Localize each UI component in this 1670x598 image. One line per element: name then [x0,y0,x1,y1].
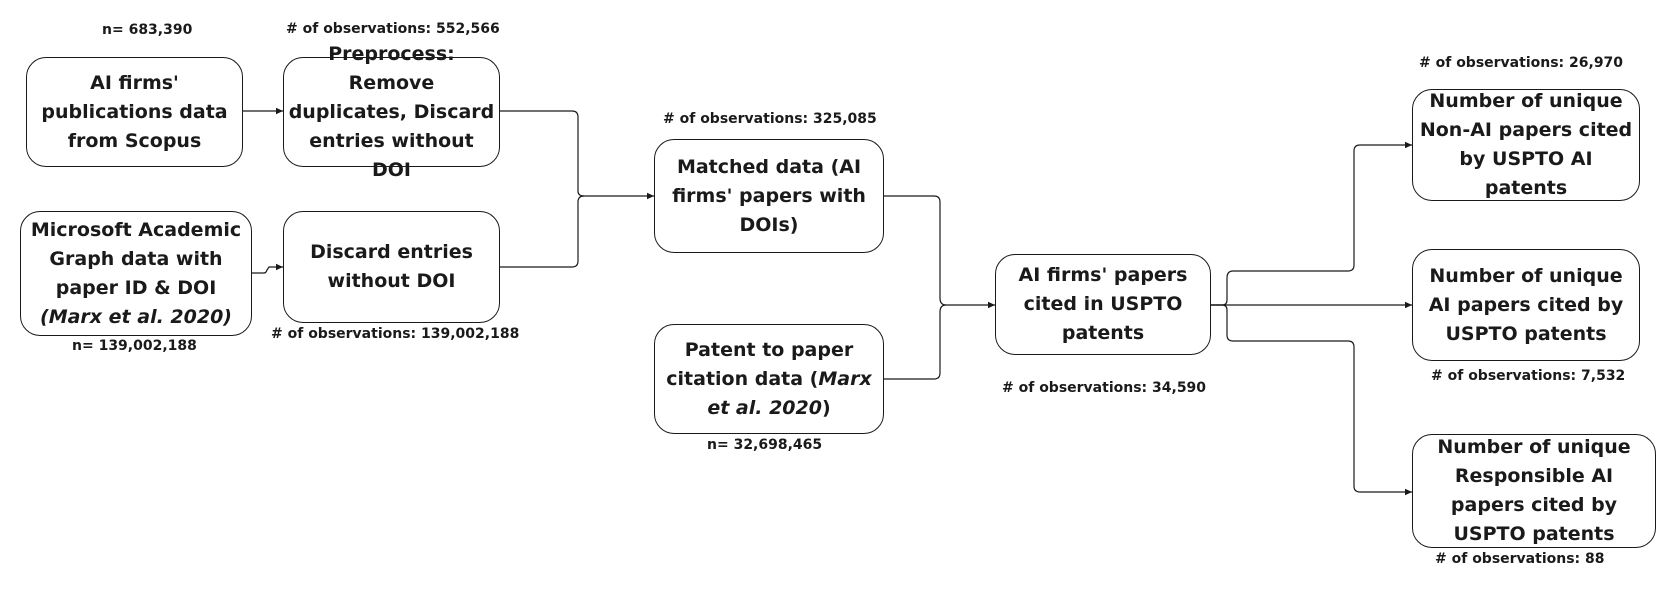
box-cited-papers: AI firms' papers cited in USPTO patents [995,254,1211,355]
connector-matched-to-merge [884,196,946,305]
box-preprocess-text: Preprocess: Remove duplicates, Discard e… [288,40,495,185]
box-ai-text: Number of unique AI papers cited by USPT… [1417,262,1635,349]
box-discard: Discard entries without DOI [283,211,500,323]
box-scopus-data: AI firms' publications data from Scopus [26,57,243,167]
box-ai-papers: Number of unique AI papers cited by USPT… [1412,249,1640,361]
box-patent-citation: Patent to paper citation data (Marx et a… [654,324,884,434]
label-matched-obs: # of observations: 325,085 [663,111,877,127]
box-patent-text-close: ) [822,397,831,419]
box-mag-text: Microsoft Academic Graph data with paper… [31,219,241,299]
box-mag-data: Microsoft Academic Graph data with paper… [20,211,252,336]
box-scopus-text: AI firms' publications data from Scopus [31,69,238,156]
box-cited-text: AI firms' papers cited in USPTO patents [1000,261,1206,348]
connector-patent-to-merge [884,305,946,379]
label-ai-obs: # of observations: 7,532 [1431,368,1625,384]
box-rai-papers: Number of unique Responsible AI papers c… [1412,434,1656,548]
connector-discard-to-merge [500,196,584,267]
box-discard-text: Discard entries without DOI [307,238,477,296]
arrow-cited-to-nonai [1211,145,1412,305]
box-matched-data: Matched data (AI firms' papers with DOIs… [654,139,884,253]
label-nonai-obs: # of observations: 26,970 [1419,55,1623,71]
box-rai-text: Number of unique Responsible AI papers c… [1417,433,1651,549]
box-matched-text: Matched data (AI firms' papers with DOIs… [659,153,879,240]
label-discard-obs: # of observations: 139,002,188 [271,326,519,342]
arrow-mag-to-discard [252,267,283,273]
label-preprocess-obs: # of observations: 552,566 [286,21,500,37]
label-patent-n: n= 32,698,465 [707,437,822,453]
box-mag-citation: (Marx et al. 2020) [40,306,232,328]
arrow-cited-to-rai [1211,305,1412,492]
label-cited-obs: # of observations: 34,590 [1002,380,1206,396]
connector-preprocess-to-merge [500,111,584,196]
box-nonai-text: Number of unique Non-AI papers cited by … [1417,87,1635,203]
label-mag-n: n= 139,002,188 [72,338,197,354]
label-scopus-n: n= 683,390 [102,22,192,38]
box-nonai-papers: Number of unique Non-AI papers cited by … [1412,89,1640,201]
label-rai-obs: # of observations: 88 [1435,551,1605,567]
box-preprocess: Preprocess: Remove duplicates, Discard e… [283,57,500,167]
